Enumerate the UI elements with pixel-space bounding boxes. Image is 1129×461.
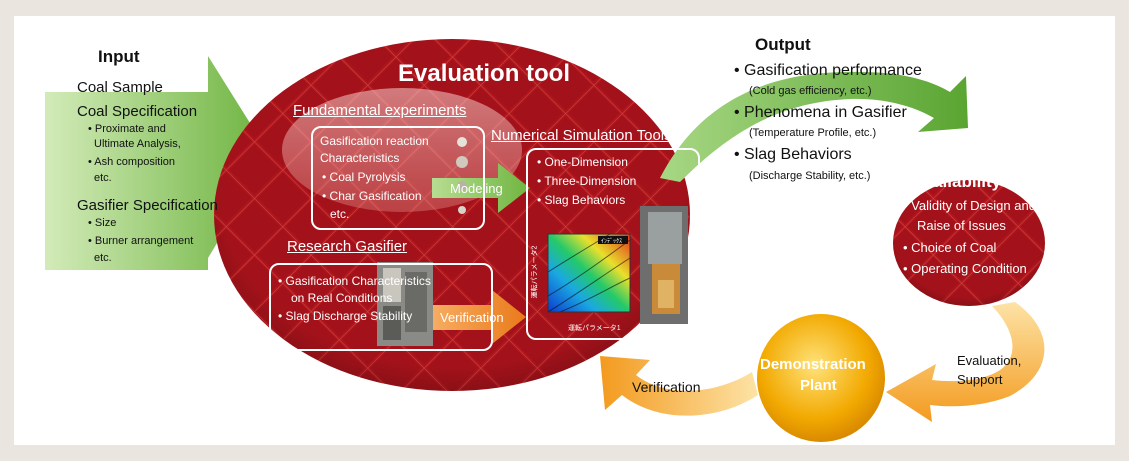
output-arrow	[660, 71, 968, 182]
coal-spec-item: • Ash composition	[88, 156, 176, 168]
input-heading: Input	[98, 47, 140, 66]
coal-spec-item: • Proximate and	[88, 123, 166, 135]
coal-spec-label: Coal Specification	[77, 103, 198, 120]
demo-plant-label: Plant	[800, 377, 837, 394]
evaluation-support-label: Support	[957, 372, 1003, 387]
evaluation-title: Evaluation tool	[398, 60, 571, 87]
gasifier-spec-label: Gasifier Specification	[77, 197, 218, 214]
evaluation-support-arrow	[886, 302, 1045, 422]
contour-legend-label: ｲﾝﾃﾞｯｸｽ	[601, 239, 623, 245]
research-item: • Gasification Characteristics	[278, 274, 431, 288]
modeling-label: Modeling	[450, 181, 503, 196]
verification-arrow-label: Verification	[440, 310, 504, 325]
fundamental-item: • Char Gasification	[322, 189, 422, 203]
availability-item: • Validity of Design and	[903, 198, 1036, 213]
coal-spec-item: Ultimate Analysis,	[94, 138, 181, 150]
coal-spec-item: etc.	[94, 172, 112, 184]
input-arrow	[45, 56, 270, 270]
evaluation-support-label: Evaluation,	[957, 353, 1022, 368]
coal-sample-label: Coal Sample	[77, 79, 163, 96]
research-item: • Slag Discharge Stability	[278, 309, 413, 323]
availability-item: Raise of Issues	[917, 218, 1006, 233]
fundamental-item: • Coal Pyrolysis	[322, 170, 406, 184]
numerical-box	[526, 148, 700, 340]
fundamental-box	[311, 126, 485, 230]
research-box	[269, 263, 493, 351]
output-heading: Output	[755, 35, 811, 54]
numerical-item: • One-Dimension	[537, 155, 628, 169]
numerical-heading: Numerical Simulation Tools	[491, 127, 672, 144]
fundamental-heading: Fundamental experiments	[293, 102, 467, 119]
output-item-sub: (Discharge Stability, etc.)	[749, 170, 871, 182]
verification-return-arrow	[600, 356, 758, 416]
output-item-sub: (Temperature Profile, etc.)	[749, 127, 877, 139]
fundamental-item: etc.	[330, 207, 350, 221]
availability-title: Availability	[912, 172, 1002, 191]
output-item-title: • Gasification performance	[734, 62, 922, 79]
numerical-item: • Slag Behaviors	[537, 193, 626, 207]
coal-particle-icons	[456, 137, 468, 214]
output-item-title: • Slag Behaviors	[734, 146, 852, 163]
verification-label: Verification	[632, 379, 701, 395]
demo-plant-label: Demonstration	[760, 356, 866, 373]
demo-plant-circle	[757, 314, 885, 442]
fundamental-item: Gasification reaction	[320, 134, 429, 148]
output-item-sub: (Cold gas efficiency, etc.)	[749, 85, 872, 97]
gasifier-spec-item: etc.	[94, 252, 112, 264]
fundamental-item: Characteristics	[320, 151, 400, 165]
output-item-title: • Phenomena in Gasifier	[734, 104, 907, 121]
research-heading: Research Gasifier	[287, 238, 408, 255]
research-item: on Real Conditions	[291, 291, 393, 305]
contour-y-axis-label: 運転パラメータ2	[531, 245, 539, 299]
availability-item: • Operating Condition	[903, 261, 1027, 276]
modeling-arrow	[432, 163, 530, 213]
verification-arrow	[422, 290, 526, 344]
availability-item: • Choice of Coal	[903, 240, 997, 255]
gasifier-spec-item: • Burner arrangement	[88, 235, 194, 247]
numerical-item: • Three-Dimension	[537, 174, 637, 188]
gasifier-spec-item: • Size	[88, 217, 117, 229]
contour-x-axis-label: 運転パラメータ1	[568, 325, 621, 332]
